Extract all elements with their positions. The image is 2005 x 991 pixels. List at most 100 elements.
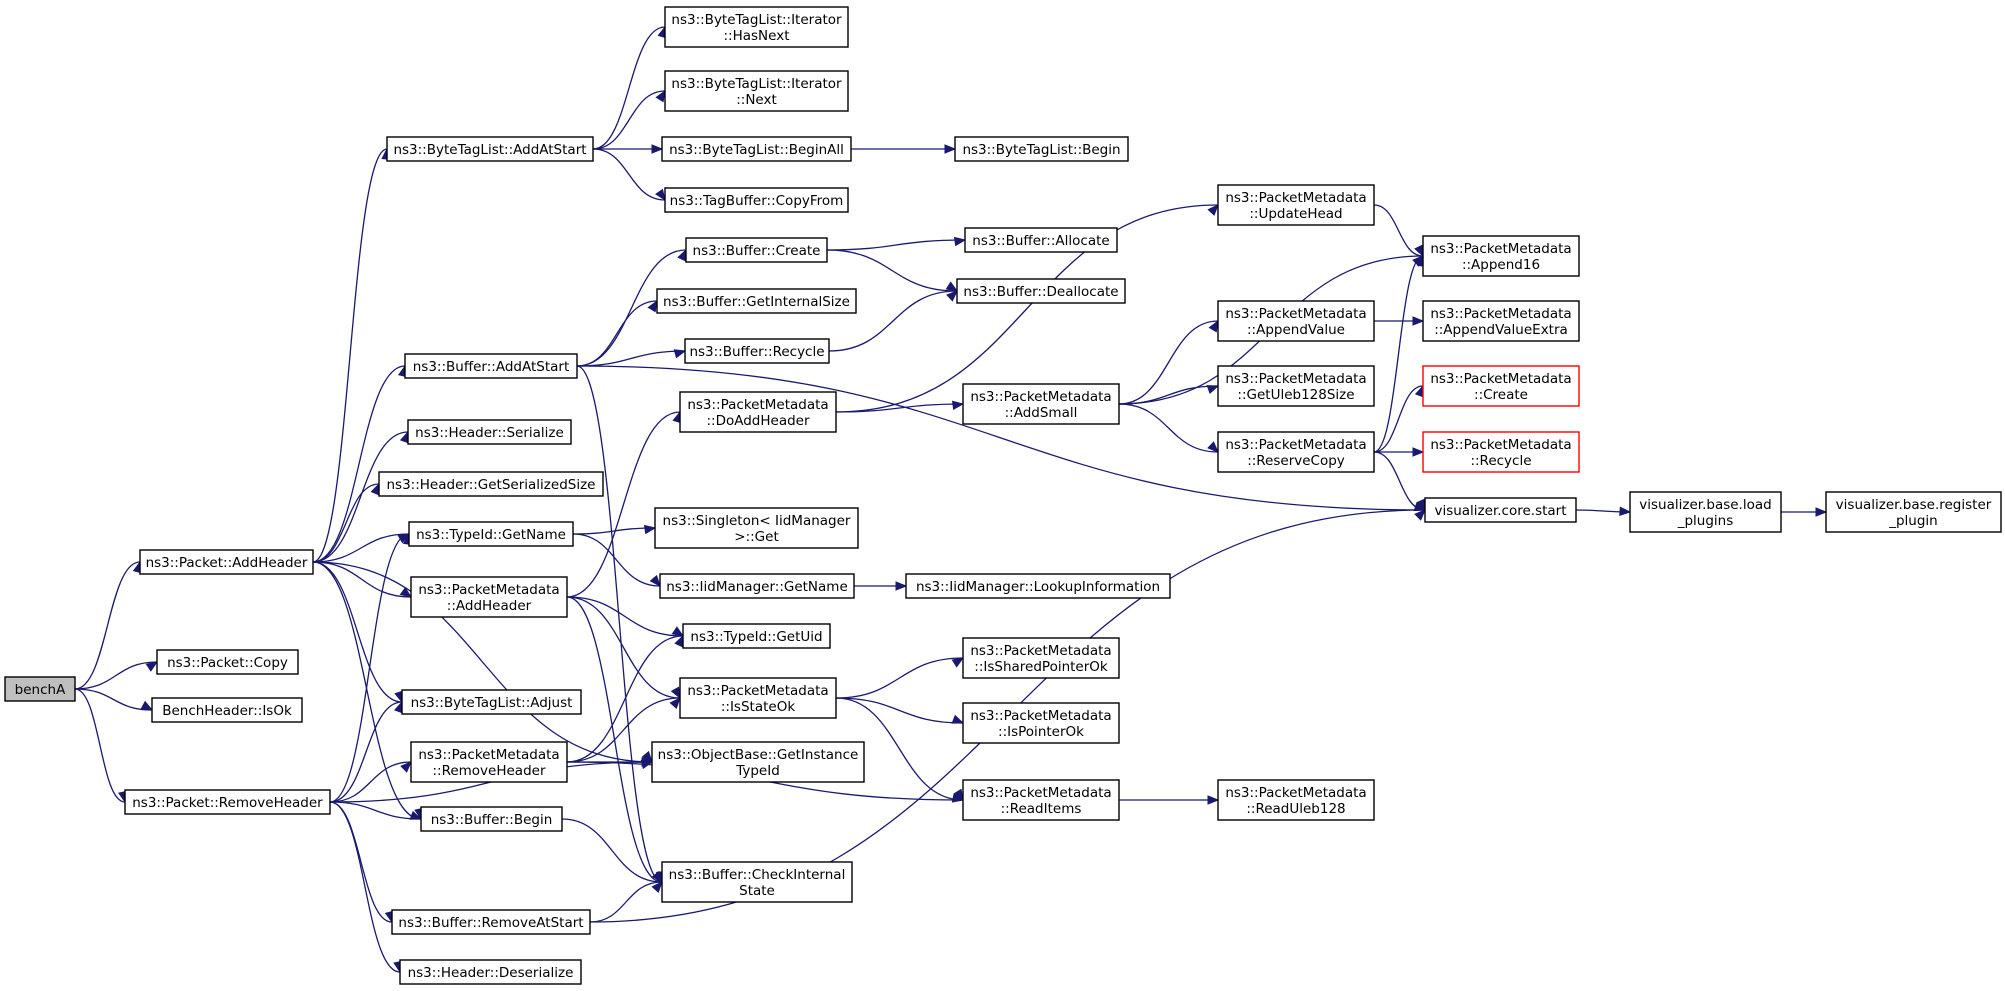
node-btl_adjust[interactable]: ns3::ByteTagList::Adjust	[401, 689, 582, 715]
node-box-pm_isstateok[interactable]	[679, 677, 837, 719]
node-pm_doaddheader[interactable]: ns3::PacketMetadata::DoAddHeader	[679, 391, 837, 433]
node-pm_isstateok[interactable]: ns3::PacketMetadata::IsStateOk	[679, 677, 837, 719]
node-iid_getname[interactable]: ns3::IidManager::GetName	[659, 573, 855, 599]
node-singleton_get[interactable]: ns3::Singleton< IidManager >::Get	[654, 507, 859, 549]
node-box-pm_appendvalue[interactable]	[1217, 300, 1375, 342]
node-pm_readuleb128[interactable]: ns3::PacketMetadata::ReadUleb128	[1217, 779, 1375, 821]
node-box-pm_append16[interactable]	[1422, 235, 1580, 277]
node-hdr_deserialize[interactable]: ns3::Header::Deserialize	[399, 959, 582, 985]
node-box-btl_adjust[interactable]	[401, 689, 582, 715]
node-iid_lookupinfo[interactable]: ns3::IidManager::LookupInformation	[905, 573, 1171, 599]
node-box-typeid_getuid[interactable]	[682, 623, 831, 649]
node-box-btl_beginall[interactable]	[661, 136, 852, 162]
node-box-buf_begin[interactable]	[420, 806, 563, 832]
node-pm_ispointerok[interactable]: ns3::PacketMetadata::IsPointerOk	[962, 702, 1120, 744]
node-pm_getuleb128size[interactable]: ns3::PacketMetadata::GetUleb128Size	[1217, 365, 1375, 407]
node-pm_addheader[interactable]: ns3::PacketMetadata::AddHeader	[410, 576, 568, 618]
node-box-btl_it_next[interactable]	[664, 70, 849, 112]
node-pm_append16[interactable]: ns3::PacketMetadata::Append16	[1422, 235, 1580, 277]
node-box-buf_getinternalsize[interactable]	[656, 288, 857, 314]
node-vis_base_load_plugins[interactable]: visualizer.base.load_plugins	[1629, 491, 1782, 533]
node-box-vis_core_start[interactable]	[1424, 497, 1577, 523]
node-hdr_getsersize[interactable]: ns3::Header::GetSerializedSize	[378, 471, 604, 497]
node-box-pm_addsmall[interactable]	[962, 383, 1120, 425]
node-pm_create[interactable]: ns3::PacketMetadata::Create	[1422, 365, 1580, 407]
node-buf_removeatstart[interactable]: ns3::Buffer::RemoveAtStart	[391, 909, 591, 935]
node-box-buf_allocate[interactable]	[964, 227, 1118, 253]
node-box-pm_readitems[interactable]	[962, 779, 1120, 821]
node-box-pm_create[interactable]	[1422, 365, 1580, 407]
node-pm_addsmall[interactable]: ns3::PacketMetadata::AddSmall	[962, 383, 1120, 425]
node-box-buf_create[interactable]	[685, 237, 828, 263]
node-typeid_getname[interactable]: ns3::TypeId::GetName	[408, 521, 574, 547]
node-box-pm_recycle[interactable]	[1422, 431, 1580, 473]
node-btl_it_next[interactable]: ns3::ByteTagList::Iterator::Next	[664, 70, 849, 112]
node-box-pm_doaddheader[interactable]	[679, 391, 837, 433]
node-box-typeid_getname[interactable]	[408, 521, 574, 547]
node-box-pm_addheader[interactable]	[410, 576, 568, 618]
node-box-pm_getuleb128size[interactable]	[1217, 365, 1375, 407]
node-pm_appendvalueextra[interactable]: ns3::PacketMetadata::AppendValueExtra	[1422, 300, 1580, 342]
node-box-pkt_addheader[interactable]	[139, 549, 314, 575]
node-bench_isok[interactable]: BenchHeader::IsOk	[151, 697, 303, 723]
node-box-singleton_get[interactable]	[654, 507, 859, 549]
node-buf_create[interactable]: ns3::Buffer::Create	[685, 237, 828, 263]
node-box-hdr_serialize[interactable]	[407, 419, 572, 445]
node-pm_readitems[interactable]: ns3::PacketMetadata::ReadItems	[962, 779, 1120, 821]
node-pkt_copy[interactable]: ns3::Packet::Copy	[156, 649, 299, 675]
node-pkt_addheader[interactable]: ns3::Packet::AddHeader	[139, 549, 314, 575]
node-vis_base_register_plugin[interactable]: visualizer.base.register_plugin	[1825, 491, 2002, 533]
node-pm_appendvalue[interactable]: ns3::PacketMetadata::AppendValue	[1217, 300, 1375, 342]
node-box-btl_begin[interactable]	[954, 136, 1129, 162]
node-box-pkt_removeheader[interactable]	[124, 789, 331, 815]
node-box-btl_addatstart[interactable]	[386, 136, 594, 162]
node-box-hdr_getsersize[interactable]	[378, 471, 604, 497]
node-hdr_serialize[interactable]: ns3::Header::Serialize	[407, 419, 572, 445]
node-box-hdr_deserialize[interactable]	[399, 959, 582, 985]
node-box-pm_issharedpointerok[interactable]	[962, 637, 1120, 679]
node-buf_begin[interactable]: ns3::Buffer::Begin	[420, 806, 563, 832]
node-box-pkt_copy[interactable]	[156, 649, 299, 675]
node-box-vis_base_load_plugins[interactable]	[1629, 491, 1782, 533]
node-box-pm_removeheader[interactable]	[410, 741, 568, 783]
node-pm_removeheader[interactable]: ns3::PacketMetadata::RemoveHeader	[410, 741, 568, 783]
node-box-bench_isok[interactable]	[151, 697, 303, 723]
node-buf_deallocate[interactable]: ns3::Buffer::Deallocate	[956, 278, 1126, 304]
node-buf_allocate[interactable]: ns3::Buffer::Allocate	[964, 227, 1118, 253]
node-box-buf_removeatstart[interactable]	[391, 909, 591, 935]
node-btl_it_hasnext[interactable]: ns3::ByteTagList::Iterator::HasNext	[664, 6, 849, 48]
node-benchA[interactable]: benchA	[4, 676, 76, 702]
node-box-objbase_getinstancetypeid[interactable]	[651, 741, 865, 783]
node-box-pm_updatehead[interactable]	[1217, 184, 1375, 226]
node-box-buf_deallocate[interactable]	[956, 278, 1126, 304]
node-buf_recycle[interactable]: ns3::Buffer::Recycle	[684, 338, 830, 364]
node-pm_issharedpointerok[interactable]: ns3::PacketMetadata::IsSharedPointerOk	[962, 637, 1120, 679]
node-buf_addatstart[interactable]: ns3::Buffer::AddAtStart	[404, 353, 578, 379]
node-btl_begin[interactable]: ns3::ByteTagList::Begin	[954, 136, 1129, 162]
node-pkt_removeheader[interactable]: ns3::Packet::RemoveHeader	[124, 789, 331, 815]
node-box-iid_getname[interactable]	[659, 573, 855, 599]
node-box-buf_addatstart[interactable]	[404, 353, 578, 379]
node-btl_beginall[interactable]: ns3::ByteTagList::BeginAll	[661, 136, 852, 162]
node-box-pm_appendvalueextra[interactable]	[1422, 300, 1580, 342]
node-vis_core_start[interactable]: visualizer.core.start	[1424, 497, 1577, 523]
node-box-benchA[interactable]	[4, 676, 76, 702]
node-tagbuf_copyfrom[interactable]: ns3::TagBuffer::CopyFrom	[664, 187, 849, 213]
node-box-tagbuf_copyfrom[interactable]	[664, 187, 849, 213]
node-pm_reservecopy[interactable]: ns3::PacketMetadata::ReserveCopy	[1217, 431, 1375, 473]
node-box-iid_lookupinfo[interactable]	[905, 573, 1171, 599]
node-pm_recycle[interactable]: ns3::PacketMetadata::Recycle	[1422, 431, 1580, 473]
node-box-btl_it_hasnext[interactable]	[664, 6, 849, 48]
node-box-pm_readuleb128[interactable]	[1217, 779, 1375, 821]
node-pm_updatehead[interactable]: ns3::PacketMetadata::UpdateHead	[1217, 184, 1375, 226]
node-box-buf_recycle[interactable]	[684, 338, 830, 364]
node-box-buf_checkinternalstate[interactable]	[661, 861, 853, 903]
node-box-pm_ispointerok[interactable]	[962, 702, 1120, 744]
node-box-vis_base_register_plugin[interactable]	[1825, 491, 2002, 533]
node-box-pm_reservecopy[interactable]	[1217, 431, 1375, 473]
node-buf_getinternalsize[interactable]: ns3::Buffer::GetInternalSize	[656, 288, 857, 314]
node-typeid_getuid[interactable]: ns3::TypeId::GetUid	[682, 623, 831, 649]
node-btl_addatstart[interactable]: ns3::ByteTagList::AddAtStart	[386, 136, 594, 162]
